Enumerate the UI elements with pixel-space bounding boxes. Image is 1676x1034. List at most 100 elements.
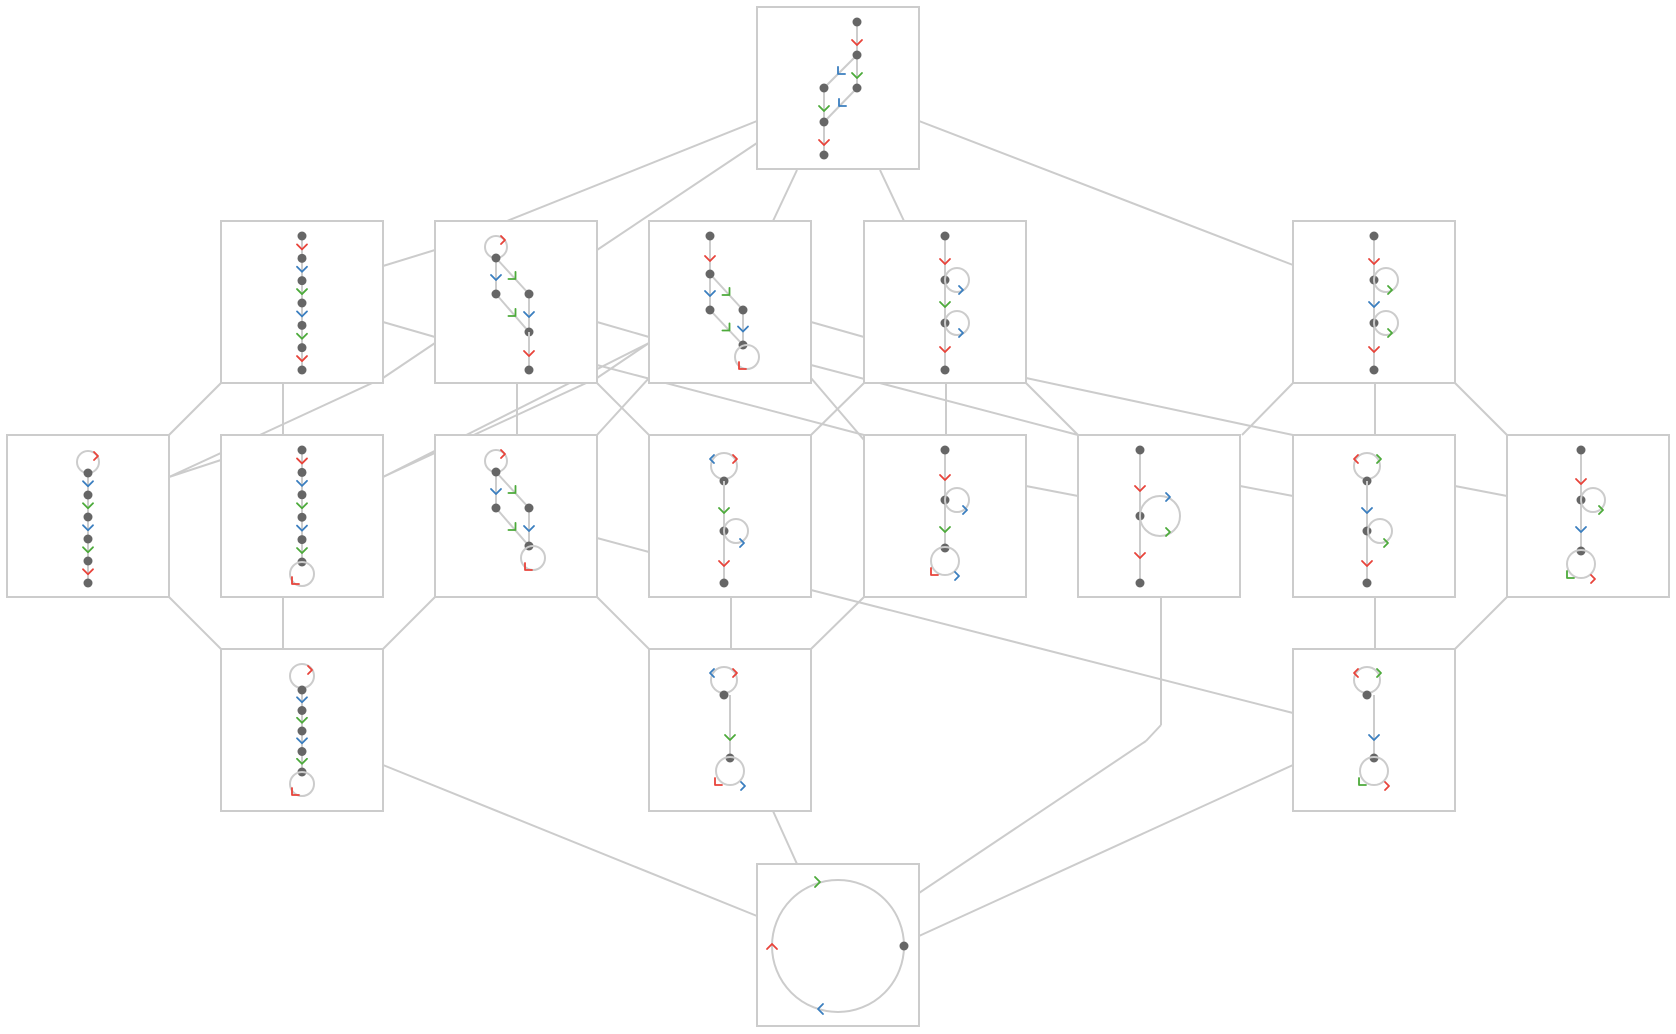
lattice-connector — [596, 364, 865, 436]
edge-arrow — [721, 322, 731, 332]
graph-loop — [289, 771, 315, 797]
graph-vertex — [940, 365, 950, 375]
edge-arrow — [721, 287, 731, 296]
edge-arrow — [818, 105, 830, 112]
graph-vertex — [738, 305, 748, 315]
graph-loop — [1359, 756, 1389, 786]
graph-row2-c — [434, 434, 598, 598]
lattice-connector — [168, 377, 384, 478]
edge-arrow — [939, 526, 951, 533]
lattice-connector — [382, 764, 758, 917]
graph-loop — [723, 518, 749, 544]
edge-arrow — [507, 485, 517, 494]
graph-bottom — [756, 863, 920, 1027]
edge-arrow — [490, 274, 502, 281]
lattice-connector — [772, 810, 798, 865]
edge-arrow — [1376, 454, 1382, 464]
edge-arrow — [296, 479, 308, 487]
graph-row1-a — [220, 220, 384, 384]
edge-arrow — [523, 311, 535, 318]
edge-arrow — [1353, 668, 1359, 678]
graph-vertex — [297, 365, 307, 375]
graph-edge — [495, 507, 530, 547]
graph-row2-f — [1077, 434, 1241, 598]
edge-arrow — [1165, 492, 1171, 502]
graph-loop — [1139, 495, 1181, 537]
edge-arrow — [1376, 668, 1382, 678]
edge-arrow — [704, 290, 716, 297]
graph-vertex — [297, 467, 307, 477]
graph-row1-c — [648, 220, 812, 384]
lattice-connector — [918, 120, 1294, 266]
edge-arrow — [296, 243, 308, 251]
graph-vertex — [1576, 445, 1586, 455]
edge-arrow — [737, 325, 749, 333]
graph-vertex — [297, 343, 307, 353]
lattice-connector — [382, 321, 436, 338]
graph-edge — [823, 54, 858, 89]
graph-loop — [1566, 549, 1596, 579]
graph-vertex — [705, 269, 715, 279]
lattice-connector — [772, 169, 798, 222]
edge-arrow — [291, 787, 300, 796]
graph-edge — [709, 309, 744, 346]
lattice-connector — [596, 537, 650, 553]
lattice-connector — [596, 596, 650, 650]
edge-arrow — [851, 39, 863, 46]
graph-row1-e — [1292, 220, 1456, 384]
graph-box — [648, 220, 812, 384]
edge-arrow — [82, 502, 94, 510]
lattice-connector — [382, 342, 650, 478]
graph-loop — [930, 546, 960, 576]
lattice-connector — [506, 120, 758, 222]
edge-arrow — [500, 449, 506, 459]
graph-box — [756, 6, 920, 170]
edge-arrow — [962, 505, 968, 515]
graph-box — [756, 863, 920, 1027]
lattice-connector — [1145, 724, 1162, 742]
edge-arrow — [1598, 505, 1604, 515]
edge-arrow — [1575, 478, 1587, 485]
graph-vertex — [819, 150, 829, 160]
edge-arrow — [851, 72, 863, 79]
edge-arrow — [1387, 285, 1393, 295]
lattice-connector — [1241, 382, 1294, 436]
graph-box — [434, 434, 598, 598]
edge-arrow — [307, 665, 313, 675]
graph-vertex — [297, 747, 307, 756]
lattice-connector — [382, 377, 598, 478]
edge-arrow — [930, 567, 939, 576]
edge-arrow — [724, 734, 736, 741]
graph-vertex — [297, 726, 307, 736]
edge-arrow — [296, 737, 308, 745]
edge-arrow — [838, 98, 847, 107]
lattice-connector — [918, 764, 1294, 937]
graph-loop — [1367, 518, 1393, 544]
edge-arrow — [82, 480, 94, 488]
edge-arrow — [296, 355, 308, 362]
edge-arrow — [1387, 328, 1393, 338]
graph-edge — [495, 257, 530, 295]
graph-row2-e — [863, 434, 1027, 598]
lattice-connector — [596, 382, 650, 436]
lattice-connector — [918, 740, 1147, 894]
graph-vertex — [1369, 365, 1379, 375]
graph-edge — [709, 273, 744, 311]
edge-arrow — [709, 668, 715, 678]
graph-box — [1506, 434, 1670, 598]
edge-arrow — [766, 943, 778, 950]
graph-top — [756, 6, 920, 170]
graph-vertex — [83, 534, 93, 544]
graph-loop — [1580, 487, 1606, 513]
edge-arrow — [490, 488, 502, 495]
edge-arrow — [82, 568, 94, 576]
edge-arrow — [296, 547, 308, 554]
edge-arrow — [704, 255, 716, 262]
edge-arrow — [958, 328, 964, 338]
lattice-nodes — [6, 6, 1670, 1027]
edge-arrow — [1165, 527, 1171, 537]
graph-row2-h — [1506, 434, 1670, 598]
edge-arrow — [718, 560, 730, 567]
graph-vertex — [719, 578, 729, 588]
